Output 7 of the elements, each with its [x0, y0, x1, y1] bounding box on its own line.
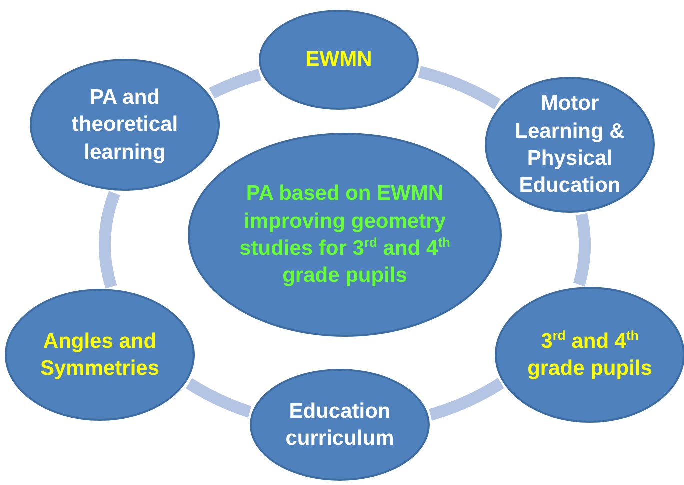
- node-label: PA based on EWMN improving geometry studies for 3$^{rd}$ and 4$^{th}$ grade pupils: [238, 181, 452, 290]
- node-label: PA and theoretical learning: [70, 85, 180, 166]
- node-label: Education curriculum: [284, 398, 396, 452]
- node-label: 3$^{rd}$ and 4$^{th}$ grade pupils: [526, 328, 654, 382]
- node-label: Motor Learning & Physical Education: [514, 91, 626, 200]
- node-label: Angles and Symmetries: [39, 328, 161, 382]
- node-label: EWMN: [306, 47, 372, 74]
